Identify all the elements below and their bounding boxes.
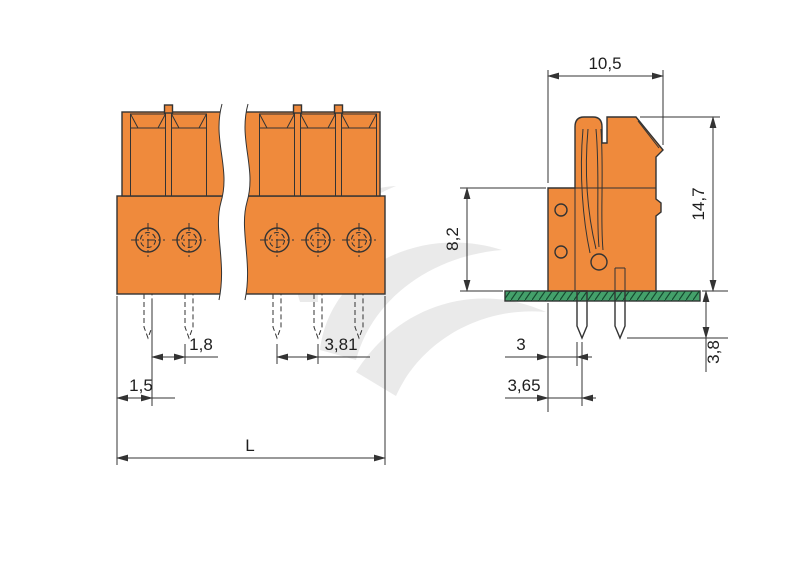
front-housing-band	[116, 195, 386, 295]
front-view	[116, 103, 386, 340]
latch-edge	[637, 120, 660, 149]
solder-pin-hidden	[184, 294, 194, 340]
dim-label-total-height: 14,7	[689, 187, 708, 220]
dimension-total-height: 14,7	[640, 116, 728, 292]
dim-label-pin-gap: 1,8	[189, 335, 213, 354]
side-housing-profile	[547, 116, 664, 292]
clamp-port	[260, 223, 294, 257]
dimension-pin-length: 3,8	[627, 290, 728, 372]
dim-label-front-height: 8,2	[443, 227, 462, 251]
chamber	[130, 113, 166, 196]
housing-tab	[333, 104, 344, 114]
clamp-port	[301, 223, 335, 257]
side-view	[504, 116, 701, 340]
dimension-front-height: 8,2	[443, 187, 546, 292]
clamp-port	[342, 223, 376, 257]
dim-label-overall-length: L	[245, 436, 254, 455]
clamp-spring	[580, 128, 604, 254]
break-line	[217, 103, 225, 301]
solder-pin-hidden	[143, 294, 153, 340]
dim-label-row-offset: 3	[516, 335, 525, 354]
dim-label-pin-pitch: 3,81	[324, 335, 357, 354]
dim-label-pin-length: 3,8	[704, 340, 723, 364]
pcb-board	[504, 290, 701, 302]
dimension-pin-pitch: 3,81	[276, 335, 370, 364]
dim-label-row-spacing: 3,65	[507, 376, 540, 395]
dimension-edge-offset: 1,5	[116, 376, 175, 402]
clamp-port	[172, 223, 206, 257]
clamp-contact-point	[590, 253, 608, 271]
break-gap	[218, 104, 251, 300]
dimension-row-spacing: 3,65	[505, 342, 596, 406]
clamp-port	[131, 223, 165, 257]
solder-pin-hidden	[313, 294, 323, 340]
housing-internal-line	[574, 187, 656, 291]
solder-pin-hidden	[272, 294, 282, 340]
mount-hole	[554, 203, 568, 217]
solder-pin	[576, 290, 588, 340]
break-line	[243, 103, 251, 301]
solder-pin-hidden	[354, 294, 364, 340]
chamber	[341, 113, 377, 196]
dim-label-top-width: 10,5	[588, 54, 621, 73]
solder-pin	[614, 290, 626, 340]
chamber	[171, 113, 207, 196]
housing-tab	[292, 104, 303, 114]
dimension-pin-gap: 1,8	[151, 300, 218, 406]
chamber	[259, 113, 295, 196]
conductor-line	[614, 267, 626, 291]
dimension-top-width: 10,5	[547, 54, 664, 183]
mount-hole	[554, 245, 568, 259]
dimension-overall-length: L	[116, 296, 386, 465]
dim-label-edge-offset: 1,5	[129, 376, 153, 395]
housing-tab	[163, 104, 174, 114]
chamber	[300, 113, 336, 196]
dimension-row-offset: 3	[505, 303, 592, 412]
